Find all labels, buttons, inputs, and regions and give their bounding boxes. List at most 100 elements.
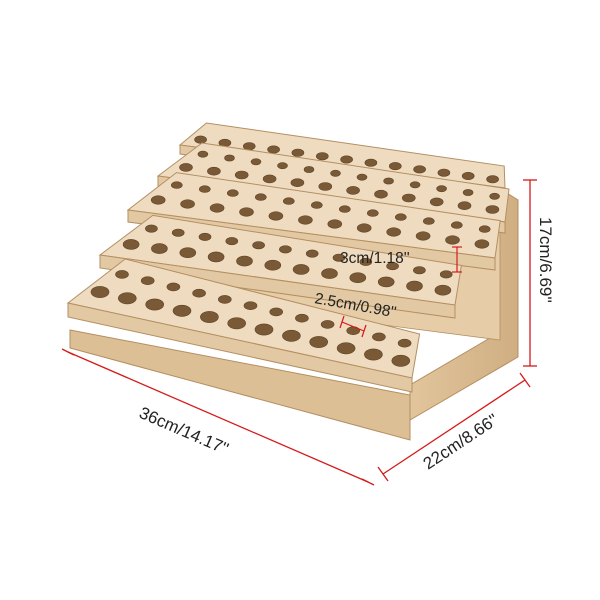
paint-bottle-hole — [227, 317, 246, 330]
tier-front-edge — [99, 254, 456, 319]
paint-bottle-hole — [374, 189, 388, 199]
paint-bottle-hole — [277, 162, 288, 170]
paint-bottle-hole — [262, 174, 277, 184]
paint-bottle-hole — [340, 155, 353, 164]
paint-bottle-hole — [330, 169, 341, 177]
depth-dimension-line — [382, 379, 526, 475]
paint-bottle-hole — [264, 259, 282, 271]
paint-bottle-hole — [486, 175, 499, 184]
paint-bottle-hole — [192, 288, 206, 298]
paint-bottle-hole — [320, 320, 335, 329]
paint-bottle-hole — [207, 251, 225, 263]
paint-bottle-hole — [474, 239, 490, 249]
paint-bottle-hole — [145, 298, 164, 311]
paint-bottle-hole — [366, 209, 379, 217]
paint-bottle-hole — [450, 221, 463, 229]
paint-bottle-hole — [115, 270, 129, 279]
paint-bottle-hole — [315, 152, 329, 161]
paint-bottle-hole — [145, 224, 158, 233]
paint-bottle-hole — [338, 205, 351, 213]
paint-bottle-hole — [180, 199, 195, 209]
paint-bottle-hole — [489, 192, 500, 200]
paint-bottle-hole — [359, 257, 373, 266]
paint-bottle-hole — [394, 213, 407, 221]
depth-tick-right — [519, 372, 531, 388]
paint-bottle-hole — [346, 186, 360, 195]
paint-bottle-hole — [386, 227, 402, 237]
paint-bottle-hole — [413, 165, 426, 174]
rack-tier — [126, 172, 501, 271]
paint-bottle-hole — [457, 201, 472, 210]
paint-bottle-hole — [391, 354, 411, 367]
paint-bottle-hole — [310, 201, 323, 209]
paint-bottle-hole — [397, 338, 412, 348]
height-label: 17cm/6.69'' — [536, 217, 555, 303]
paint-bottle-hole — [122, 239, 140, 250]
paint-bottle-hole — [90, 286, 110, 298]
paint-bottle-hole — [194, 135, 207, 144]
paint-bottle-hole — [462, 189, 474, 196]
paint-bottle-hole — [150, 195, 166, 205]
paint-bottle-hole — [236, 255, 253, 267]
paint-bottle-hole — [349, 272, 367, 284]
paint-bottle-hole — [445, 235, 460, 245]
paint-bottle-hole — [303, 166, 315, 173]
paint-bottle-hole — [388, 162, 402, 171]
paint-bottle-hole — [224, 154, 235, 162]
paint-bottle-hole — [171, 228, 185, 237]
paint-bottle-hole — [179, 247, 197, 258]
paint-bottle-hole — [269, 307, 284, 317]
paint-bottle-hole — [209, 203, 225, 213]
paint-bottle-hole — [291, 148, 305, 157]
paint-bottle-hole — [327, 219, 343, 229]
width-tick-left — [61, 348, 75, 356]
paint-bottle-hole — [198, 232, 212, 241]
paint-bottle-hole — [478, 225, 491, 233]
paint-bottle-hole — [207, 166, 221, 176]
rack-tier — [66, 258, 421, 393]
paint-bottle-hole — [290, 178, 305, 187]
paint-bottle-hole — [197, 150, 209, 158]
paint-bottle-hole — [436, 185, 447, 193]
paint-bottle-hole — [172, 304, 192, 317]
paint-bottle-hole — [309, 336, 329, 348]
paint-bottle-hole — [279, 245, 292, 254]
paint-bottle-hole — [401, 193, 416, 203]
rack-base — [69, 329, 411, 441]
paint-bottle-hole — [292, 264, 310, 275]
paint-bottle-hole — [225, 237, 239, 246]
paint-bottle-hole — [429, 197, 444, 207]
step-height-dimension: 3cm/1.18'' — [340, 246, 462, 273]
paint-bottle-hole — [485, 205, 500, 214]
paint-bottle-hole — [356, 173, 368, 181]
paint-bottle-hole — [409, 181, 421, 189]
paint-bottle-hole — [372, 332, 386, 342]
paint-bottle-hole — [171, 181, 183, 189]
paint-bottle-hole — [118, 292, 137, 305]
paint-bottle-hole — [422, 217, 435, 225]
paint-bottle-hole — [295, 313, 309, 323]
width-label: 36cm/14.17'' — [136, 403, 231, 458]
paint-bottle-hole — [377, 276, 395, 288]
paint-bottle-hole — [140, 276, 155, 286]
paint-bottle-hole — [254, 193, 267, 201]
paint-bottle-hole — [282, 329, 301, 342]
paint-bottle-hole — [356, 223, 372, 233]
paint-bottle-hole — [250, 158, 262, 166]
paint-bottle-hole — [406, 280, 423, 292]
paint-bottle-hole — [332, 253, 346, 262]
paint-bottle-hole — [415, 231, 431, 241]
paint-bottle-hole — [234, 170, 249, 180]
paint-bottle-hole — [439, 270, 453, 279]
tier-front-edge — [67, 302, 413, 393]
hole-diameter-tick-b — [361, 324, 367, 338]
paint-bottle-hole — [437, 168, 451, 177]
rack-tier — [98, 214, 462, 319]
height-dimension: 17cm/6.69'' — [523, 179, 555, 367]
paint-bottle-hole — [336, 342, 356, 355]
paint-bottle-hole — [282, 197, 295, 205]
tier-front-edge — [127, 209, 496, 271]
paint-bottle-hole — [227, 189, 239, 197]
hole-diameter-tick-a — [339, 315, 345, 329]
